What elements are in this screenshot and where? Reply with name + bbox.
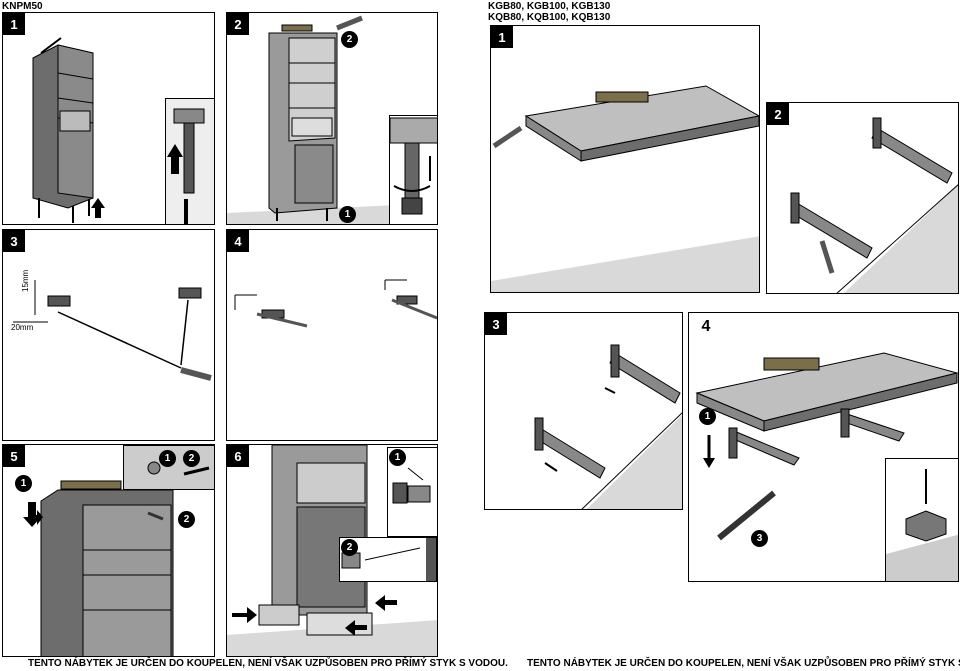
tall-cabinet-illustration <box>32 37 105 223</box>
shelf-level-illustration <box>491 85 759 292</box>
rail-callout-2: 2 <box>341 539 358 556</box>
bracket-marking-illustration <box>13 280 212 381</box>
drawer-install-illustration <box>227 445 437 656</box>
footer-notice-right: TENTO NÁBYTEK JE URČEN DO KOUPELEN, NENÍ… <box>527 658 960 669</box>
inset-callout-1: 1 <box>159 450 176 467</box>
shelf-mount-illustration <box>695 352 958 541</box>
callout-2: 2 <box>178 511 195 528</box>
left-step-5-panel: 5 1 1 2 2 <box>2 444 215 657</box>
step-number: 3 <box>3 230 25 252</box>
dimension-vertical: 15mm <box>21 269 30 292</box>
callout-1: 1 <box>15 475 32 492</box>
right-step-3-panel: 3 <box>484 312 683 510</box>
bracket-screw-illustration <box>534 344 682 509</box>
left-step-2-panel: 2 2 1 <box>226 12 438 225</box>
step-number: 5 <box>3 445 25 467</box>
left-step-4-panel: 4 <box>226 229 438 441</box>
callout-3: 3 <box>751 530 768 547</box>
callout-1: 1 <box>339 206 356 223</box>
step-number: 1 <box>3 13 25 35</box>
leg-rotate-inset <box>389 115 437 224</box>
leg-adjust-inset <box>165 98 214 224</box>
step-number: 3 <box>485 313 507 335</box>
callout-2: 2 <box>341 31 358 48</box>
hinge-callout-1: 1 <box>389 449 406 466</box>
bracket-screws-illustration <box>234 279 437 328</box>
step-number: 4 <box>695 316 717 338</box>
right-model-line-2: KQB80, KQB100, KQB130 <box>488 12 611 23</box>
left-step-3-panel: 3 15mm 20mm <box>2 229 215 441</box>
nut-inset <box>885 458 958 581</box>
step-number: 6 <box>227 445 249 467</box>
left-step-1-panel: 1 <box>2 12 215 225</box>
callout-1: 1 <box>699 408 716 425</box>
left-model-title: KNPM50 <box>2 1 43 12</box>
step-number: 4 <box>227 230 249 252</box>
cabinet-hang-illustration <box>23 480 174 656</box>
dimension-horizontal: 20mm <box>11 323 34 332</box>
right-step-2-panel: 2 <box>766 102 959 294</box>
cabinet-level-illustration <box>227 15 437 224</box>
footer-notice-left: TENTO NÁBYTEK JE URČEN DO KOUPELEN, NENÍ… <box>28 658 508 669</box>
bracket-mark-illustration <box>790 117 958 293</box>
inset-callout-2: 2 <box>183 450 200 467</box>
right-model-line-1: KGB80, KGB100, KGB130 <box>488 1 611 12</box>
left-step-6-panel: 6 1 2 <box>226 444 438 657</box>
step-number: 2 <box>767 103 789 125</box>
step-number: 1 <box>491 26 513 48</box>
right-step-1-panel: 1 <box>490 25 760 293</box>
right-step-4-panel: 4 1 2 3 <box>688 312 959 582</box>
step-number: 2 <box>227 13 249 35</box>
